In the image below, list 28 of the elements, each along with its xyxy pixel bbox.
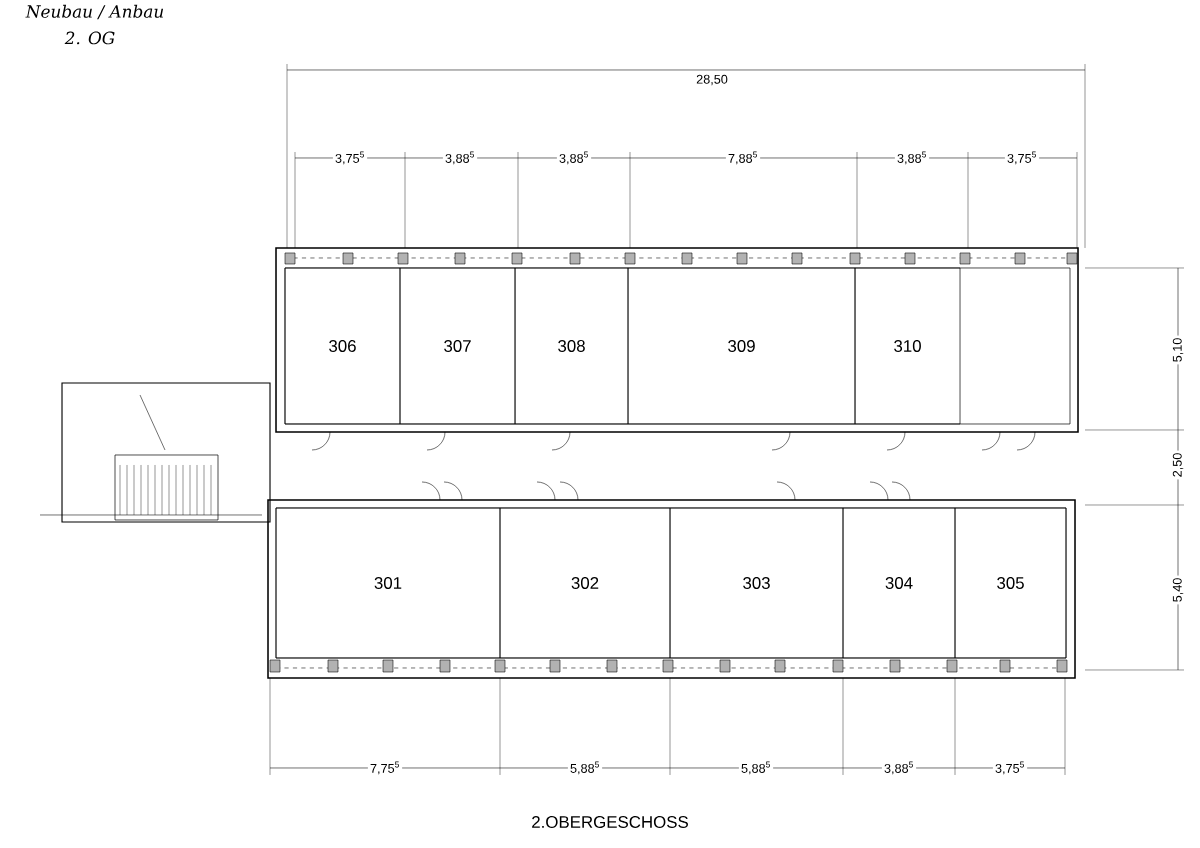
room: 310: [854, 267, 961, 425]
caption: 2.OBERGESCHOSS: [532, 816, 688, 828]
dimension-text: 3,88$^{5}$: [881, 759, 917, 777]
dimension-text: 7,88$^{5}$: [725, 149, 761, 167]
room: 301: [275, 507, 501, 659]
dimension-text: 3,75$^{5}$: [992, 759, 1028, 777]
dimension-text: 5,40: [1170, 575, 1186, 605]
dimension-text: 5,10: [1170, 335, 1186, 365]
dimension-text: 5,88$^{5}$: [567, 759, 603, 777]
dimension-text: 2,50: [1170, 450, 1186, 480]
room: 307: [399, 267, 516, 425]
dimension-text: 3,88$^{5}$: [894, 149, 930, 167]
room: 309: [627, 267, 856, 425]
dimension-text: 5,88$^{5}$: [738, 759, 774, 777]
dimension-text: 3,88$^{5}$: [442, 149, 478, 167]
handwritten-note: Neubau / Anbau: [25, 4, 164, 20]
room: 302: [499, 507, 671, 659]
room: 306: [284, 267, 401, 425]
dimension-text: 7,75$^{5}$: [367, 759, 403, 777]
dimension-text: 28,50: [694, 72, 730, 88]
dimension-text: 3,75$^{5}$: [332, 149, 368, 167]
handwritten-note: 2. OG: [64, 31, 115, 45]
dimension-text: 3,88$^{5}$: [556, 149, 592, 167]
room: 304: [842, 507, 956, 659]
dimension-text: 3,75$^{5}$: [1004, 149, 1040, 167]
room: 305: [954, 507, 1067, 659]
room: 303: [669, 507, 844, 659]
room: 308: [514, 267, 629, 425]
